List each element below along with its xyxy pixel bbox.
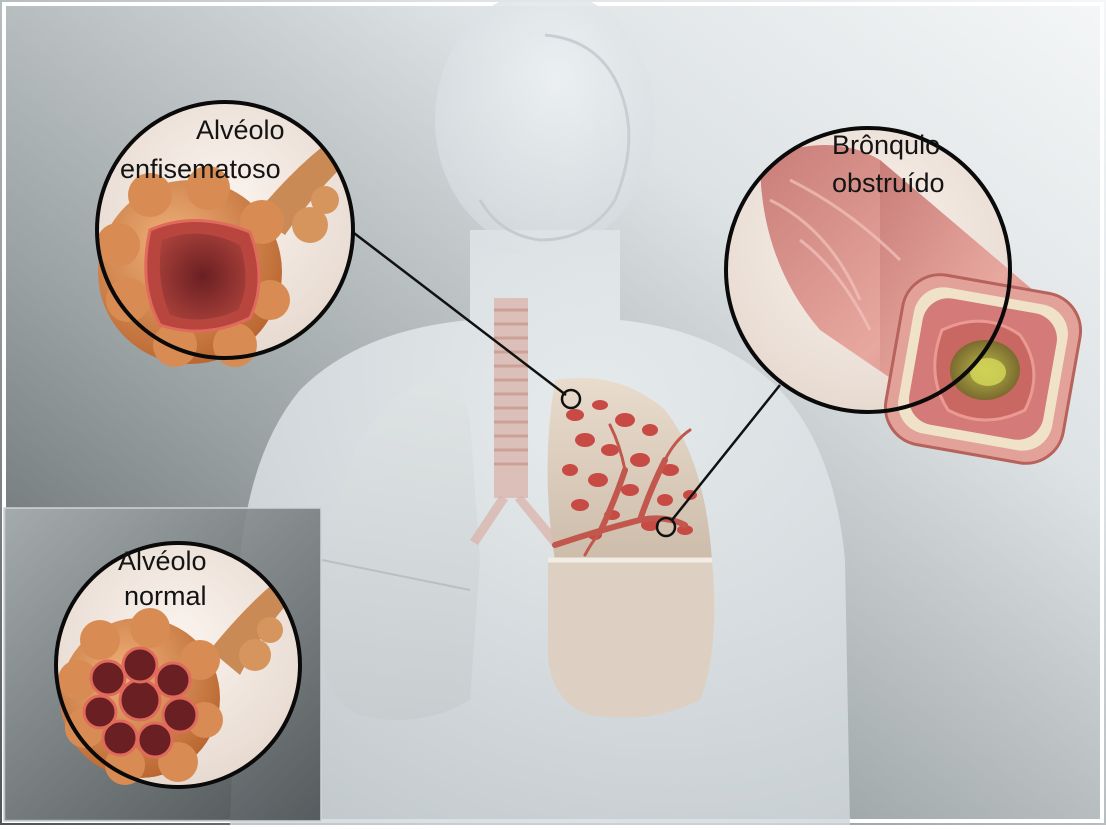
emphysematous-alveolus-label-line1: Alvéolo bbox=[196, 113, 285, 147]
normal-alveolus-label-line1: Alvéolo bbox=[118, 544, 207, 578]
obstructed-bronchus-label-line1: Brônquio bbox=[832, 128, 940, 162]
obstructed-bronchus-label-line2: obstruído bbox=[832, 166, 945, 200]
left-lung-cutaway bbox=[548, 378, 715, 718]
emphysematous-alveolus-label-line2: enfisematoso bbox=[120, 152, 281, 186]
normal-alveolus-label-line2: normal bbox=[124, 579, 207, 613]
